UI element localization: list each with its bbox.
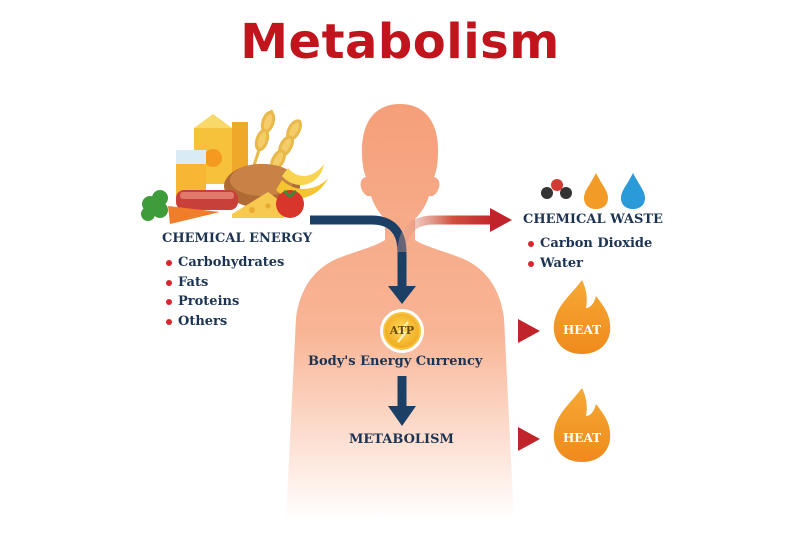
carbon-dioxide-molecule-icon xyxy=(541,179,572,199)
heat-flame-icon xyxy=(553,280,611,354)
carrot-icon xyxy=(168,206,220,224)
atp-badge-icon xyxy=(380,309,424,353)
list-item: Water xyxy=(528,254,652,274)
atp-caption: Body's Energy Currency xyxy=(308,354,483,369)
metabolism-label: METABOLISM xyxy=(349,432,454,447)
juice-glass-icon xyxy=(176,150,206,196)
chemical-energy-heading: CHEMICAL ENERGY xyxy=(162,231,312,246)
arrow-food-to-atp-head xyxy=(388,286,416,304)
heat-flame-icon xyxy=(553,388,611,462)
list-item: Carbon Dioxide xyxy=(528,234,652,254)
list-item: Others xyxy=(166,312,284,332)
tomato-icon xyxy=(276,189,304,218)
list-item: Proteins xyxy=(166,292,284,312)
bullet-dot xyxy=(528,241,534,247)
arrow-atp-to-metabolism-head xyxy=(388,406,416,426)
heat-label: HEAT xyxy=(562,323,602,337)
arrow-to-chemical-waste xyxy=(397,215,494,253)
list-item: Fats xyxy=(166,273,284,293)
bullet-dot xyxy=(166,260,172,266)
bullet-dot xyxy=(166,279,172,286)
cheese-icon xyxy=(232,192,284,218)
bullet-dot xyxy=(528,260,534,267)
page-title: Metabolism xyxy=(240,14,560,70)
heat-label: HEAT xyxy=(562,431,602,445)
water-droplet-icon xyxy=(621,173,645,209)
food-cluster xyxy=(141,109,328,224)
chemical-waste-heading: CHEMICAL WASTE xyxy=(523,212,663,227)
atp-badge-label: ATP xyxy=(389,324,415,337)
list-item: Carbohydrates xyxy=(166,253,284,273)
arrow-metabolism-to-heat-head xyxy=(518,427,540,451)
arrow-to-chemical-waste-head xyxy=(490,208,512,232)
bullet-dot xyxy=(166,318,172,325)
fat-droplet-icon xyxy=(584,173,608,209)
chemical-waste-list: Carbon Dioxide Water xyxy=(528,234,652,273)
chemical-energy-list: Carbohydrates Fats Proteins Others xyxy=(166,253,284,331)
broccoli-icon xyxy=(141,190,168,221)
bullet-dot xyxy=(166,299,172,305)
meat-icon xyxy=(176,190,238,210)
arrow-atp-to-heat-head xyxy=(518,319,540,343)
